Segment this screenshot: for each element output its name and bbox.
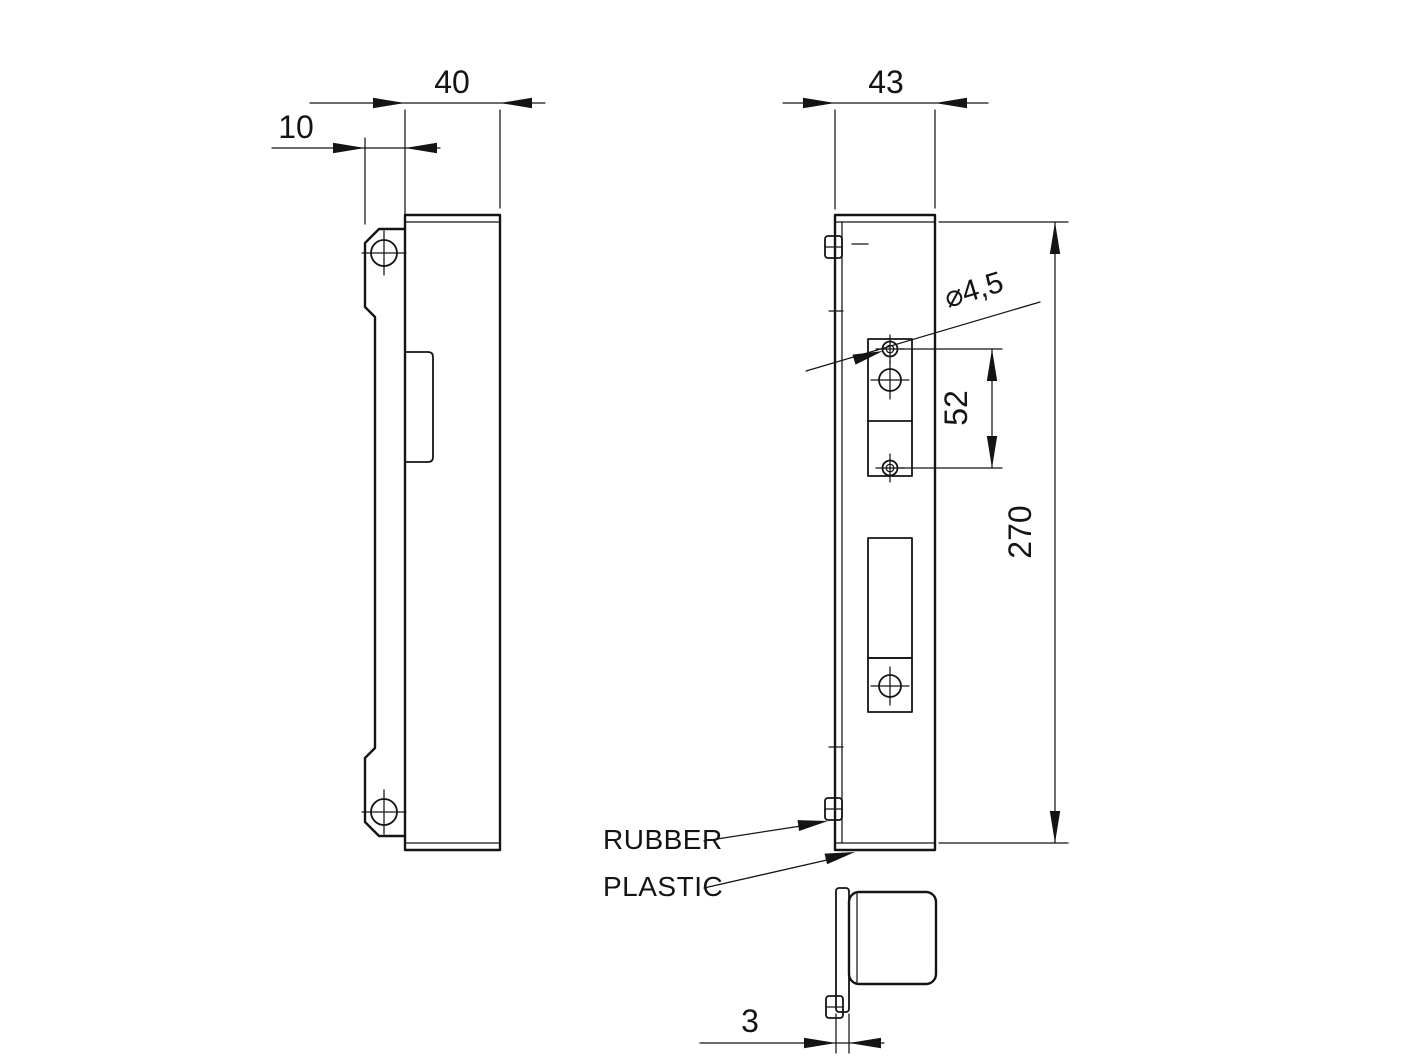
dimension-hole-spacing-value: 52 <box>938 390 974 426</box>
dimension-strip-thickness-value: 3 <box>741 1003 759 1039</box>
side-body-outline <box>403 213 502 852</box>
front-adjust-hole <box>870 360 910 400</box>
dimension-hole-diameter-value: ⌀4,5 <box>940 266 1007 315</box>
side-bottom-screw-hole <box>361 789 407 835</box>
dimension-height: 270 <box>938 221 1069 844</box>
dimension-plate-offset-value: 10 <box>278 109 314 145</box>
callout-rubber-label: RUBBER <box>603 824 723 855</box>
side-view <box>361 213 502 852</box>
dimension-side-width-value: 40 <box>434 64 470 100</box>
rubber-buffer-top <box>824 235 843 259</box>
detail-strip <box>835 887 850 1013</box>
dimension-plate-offset: 10 <box>271 109 441 225</box>
dimension-hole-spacing: 52 <box>899 348 1003 469</box>
dimension-front-width: 43 <box>782 64 989 210</box>
front-lower-screw-hole <box>870 666 910 706</box>
front-view <box>824 213 937 852</box>
side-top-screw-hole <box>361 230 407 276</box>
keeper-plate <box>867 334 913 483</box>
callout-rubber: RUBBER <box>603 820 828 855</box>
detail-view <box>825 887 938 1019</box>
detail-keeper-box <box>847 890 938 986</box>
side-mounting-plate <box>363 227 407 838</box>
dimension-front-width-value: 43 <box>868 64 904 100</box>
callout-plastic: PLASTIC <box>603 852 855 902</box>
detail-rubber-tab <box>825 995 844 1019</box>
dimension-side-width: 40 <box>309 64 546 222</box>
dimension-strip-thickness: 3 <box>699 1003 885 1054</box>
callout-plastic-label: PLASTIC <box>603 871 723 902</box>
front-body-outline <box>833 213 937 852</box>
side-latch-notch <box>404 351 434 463</box>
rubber-buffer-bottom <box>824 797 843 821</box>
front-mid-screw-hole <box>875 453 905 483</box>
dimension-height-value: 270 <box>1002 505 1038 558</box>
dimension-hole-diameter: ⌀4,5 <box>805 266 1041 372</box>
latch-opening <box>867 537 913 713</box>
